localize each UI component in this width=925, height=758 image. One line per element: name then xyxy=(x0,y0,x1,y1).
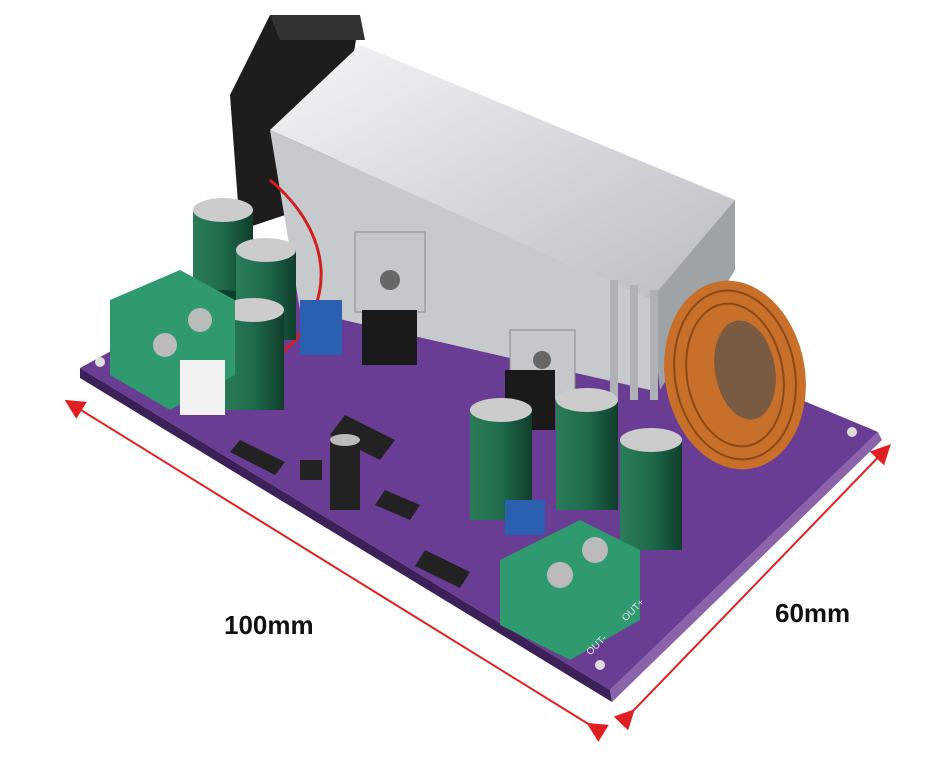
potentiometer xyxy=(505,500,545,535)
width-dimension-arrow xyxy=(613,444,891,731)
capacitor xyxy=(620,428,682,550)
length-dimension-arrow xyxy=(64,399,609,742)
potentiometer xyxy=(300,300,342,355)
capacitor xyxy=(330,434,360,510)
width-label: 60mm xyxy=(775,598,851,628)
length-label: 100mm xyxy=(224,610,314,640)
toroid-inductor xyxy=(664,280,806,470)
capacitor xyxy=(556,388,618,510)
